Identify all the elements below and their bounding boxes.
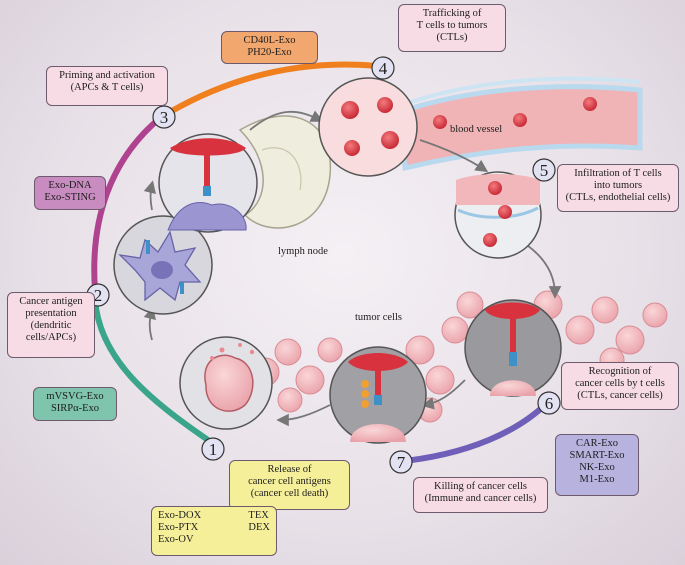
arc-segment-purple xyxy=(394,399,551,465)
exosomes-step-3: Exo-DNA Exo-STING xyxy=(34,176,106,210)
exosomes-step-6: CAR-Exo SMART-Exo NK-Exo M1-Exo xyxy=(555,434,639,496)
exosomes-step-1-right: TEX DEX xyxy=(248,510,270,534)
step-2-label: Cancer antigen presentation (dendritic c… xyxy=(7,292,95,358)
exosomes-step-4: CD40L-Exo PH20-Exo xyxy=(221,31,318,64)
tumor-cells-label: tumor cells xyxy=(355,312,402,323)
step-marker-6: 6 xyxy=(537,391,561,415)
exosomes-step-1: Exo-DOX Exo-PTX Exo-OV TEX DEX xyxy=(151,506,277,556)
step-5-label: Infiltration of T cells into tumors (CTL… xyxy=(557,164,679,212)
trafficking-circle xyxy=(318,77,418,177)
step-6-label: Recognition of cancer cells by t cells (… xyxy=(561,362,679,410)
step-number-3: 3 xyxy=(160,108,169,127)
exosomes-step-2: mVSVG-Exo SIRPα-Exo xyxy=(33,387,117,421)
arc-segment-magenta xyxy=(91,115,162,291)
step-number-7: 7 xyxy=(397,453,406,472)
step-number-5: 5 xyxy=(540,161,549,180)
step-marker-4: 4 xyxy=(371,56,395,80)
step-markers: 1 2 3 4 5 6 7 xyxy=(86,56,561,474)
infiltration-circle xyxy=(454,171,542,259)
killing-circle xyxy=(329,346,427,444)
cycle-ring xyxy=(91,61,551,465)
lymph-node-illustration xyxy=(238,115,332,229)
recognition-circle xyxy=(464,299,562,397)
arc-segment-orange xyxy=(168,61,379,115)
step-marker-3: 3 xyxy=(152,105,176,129)
blood-vessel-illustration xyxy=(397,76,643,172)
step-4-label: Trafficking of T cells to tumors (CTLs) xyxy=(398,4,506,52)
step-7-label: Killing of cancer cells (Immune and canc… xyxy=(413,477,548,513)
step-number-1: 1 xyxy=(209,440,218,459)
blood-vessel-label: blood vessel xyxy=(450,124,503,135)
step-number-6: 6 xyxy=(545,394,554,413)
step-marker-1: 1 xyxy=(201,437,225,461)
step-marker-7: 7 xyxy=(389,450,413,474)
step-1-label: Release of cancer cell antigens (cancer … xyxy=(229,460,350,510)
step-marker-5: 5 xyxy=(532,158,556,182)
step-3-label: Priming and activation (APCs & T cells) xyxy=(46,66,168,106)
step-number-2: 2 xyxy=(94,286,103,305)
step-number-4: 4 xyxy=(379,59,388,78)
arc-segment-teal xyxy=(92,299,210,443)
dendritic-cell-circle xyxy=(113,215,213,315)
cancer-cell-death-circle xyxy=(179,336,273,430)
lymph-node-label: lymph node xyxy=(278,246,328,257)
exosomes-step-1-left: Exo-DOX Exo-PTX Exo-OV xyxy=(158,510,202,546)
priming-activation-circle xyxy=(158,133,258,233)
